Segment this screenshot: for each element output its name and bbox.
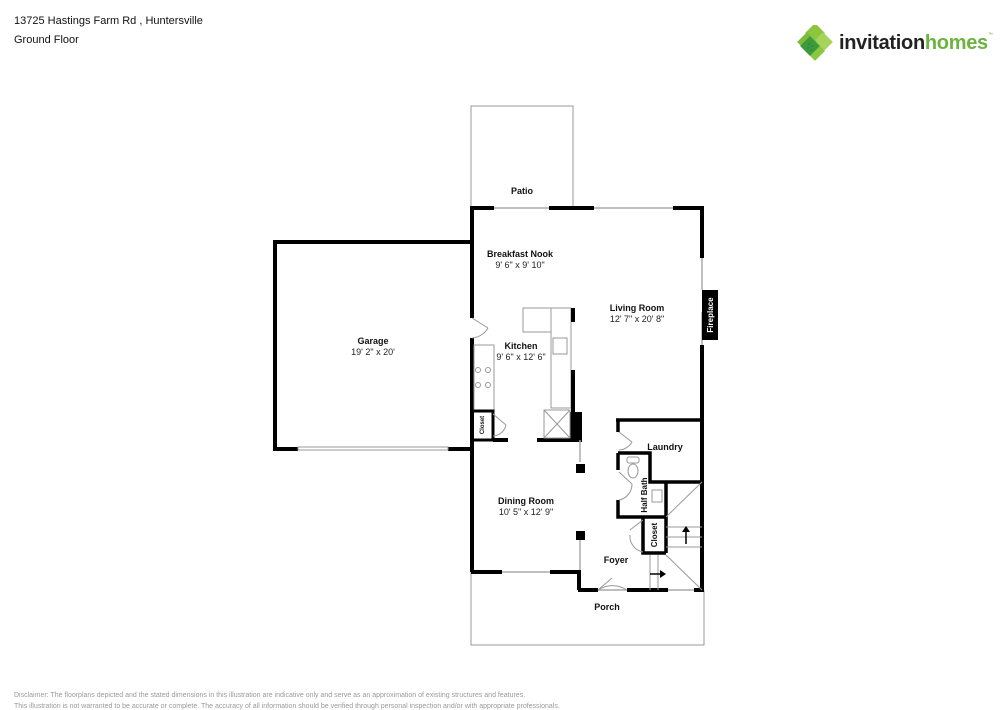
patio-label: Patio — [511, 186, 534, 196]
fireplace-label: Fireplace — [706, 297, 715, 333]
floor-label: Ground Floor — [14, 34, 79, 46]
kitchen-label: Kitchen — [504, 341, 537, 351]
laundry-label: Laundry — [647, 442, 683, 452]
refrigerator — [543, 409, 571, 439]
foyer-label: Foyer — [604, 555, 629, 565]
garage-dims: 19' 2" x 20' — [351, 347, 395, 357]
stair-up-arrow-icon — [682, 526, 690, 544]
sink-icon — [651, 489, 663, 503]
garage-label: Garage — [357, 336, 388, 346]
porch-label: Porch — [594, 602, 620, 612]
living-room-dims: 12' 7" x 20' 8" — [610, 314, 664, 324]
kitchen-closet-walls — [472, 409, 495, 442]
closet-door — [492, 413, 507, 437]
dining-room-label: Dining Room — [498, 496, 554, 506]
kitchen-counter-left — [473, 344, 495, 411]
garage-door — [297, 446, 449, 451]
kitchen-island — [522, 307, 572, 409]
fireplace — [702, 290, 718, 340]
disclaimer-line-1: Disclaimer: The floorplans depicted and … — [14, 692, 526, 699]
kitchen-closet-label: Closet — [480, 416, 486, 434]
kitchen-dims: 9' 6" x 12' 6" — [496, 352, 545, 362]
exterior-walls — [470, 206, 704, 592]
toilet-icon — [626, 456, 640, 479]
foyer-closet-label: Closet — [650, 522, 659, 547]
breakfast-nook-dims: 9' 6" x 9' 10" — [495, 260, 544, 270]
logo-wordmark: invitationhomes™ — [839, 31, 993, 54]
invitation-homes-logo: invitationhomes™ — [797, 25, 993, 61]
invitation-homes-clover-icon — [797, 25, 833, 61]
porch-outline — [470, 572, 705, 646]
property-address: 13725 Hastings Farm Rd , Huntersville — [14, 15, 203, 27]
column — [576, 531, 585, 540]
living-room-label: Living Room — [610, 303, 665, 313]
staircase — [649, 481, 703, 591]
front-door — [597, 577, 628, 591]
garage-entry-door — [471, 317, 489, 339]
service-walls — [616, 418, 702, 555]
column — [576, 464, 585, 473]
stair-right-arrow-icon — [650, 570, 666, 578]
half-bath-label: Half Bath — [640, 477, 649, 512]
breakfast-nook-label: Breakfast Nook — [487, 249, 554, 259]
dining-room-dims: 10' 5" x 12' 9" — [499, 507, 553, 517]
garage-walls — [273, 240, 472, 451]
windows — [494, 207, 703, 591]
kitchen-wall-column — [570, 412, 582, 440]
